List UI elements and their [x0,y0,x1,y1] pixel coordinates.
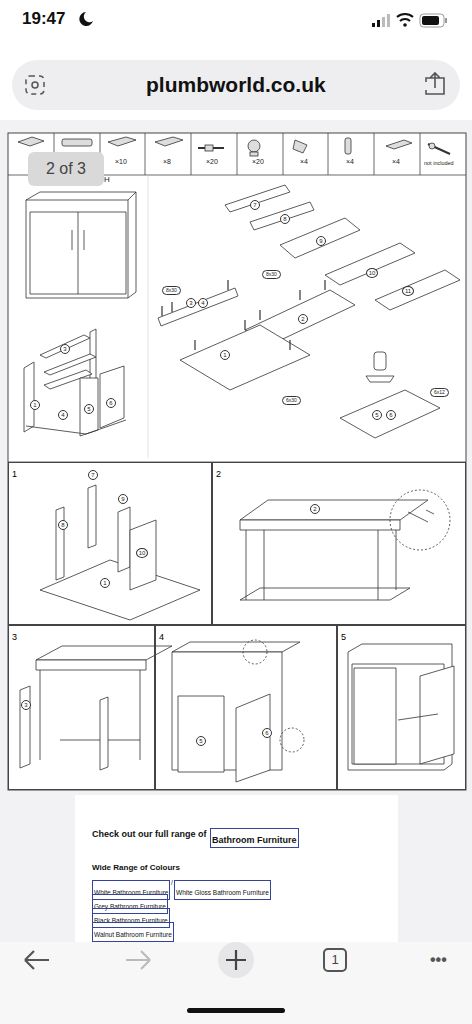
screw-size: 6x30 [282,396,301,405]
heading-text: Check out our full range of [92,830,207,839]
callout-number: 5 [84,404,94,414]
callout-number: 3 [21,700,31,710]
node-text: Bathroom Furniture [212,835,297,846]
part-count: ×10 [115,158,127,165]
address-bar: plumbworld.co.uk [146,72,326,97]
node-text: White Bathroom Furniture [94,889,168,897]
part-count: ×4 [392,158,400,165]
node-text: 2 of 3 [46,159,86,178]
callout-number: 6 [386,410,396,420]
link-box: White Gloss Bathroom Furniture [174,880,271,900]
node-text: Grey Bathroom Furniture [94,903,166,911]
link-box: Walnut Bathroom Furniture [92,922,174,942]
tab-count: 1 [323,948,347,972]
link-box: White Bathroom Furniture [92,880,170,900]
callout-number: 10 [366,268,378,278]
step-panel: 1 [8,462,212,625]
part-count: ×4 [300,158,308,165]
callout-number: 2 [310,504,320,514]
callout-number: 7 [250,200,260,210]
step-number: 3 [12,632,17,643]
node-text: plumbworld.co.uk [146,72,326,97]
callout-number: 9 [316,236,326,246]
node-text: Walnut Bathroom Furniture [94,931,172,939]
screw-size: 8x30 [162,286,181,295]
status-time: 19:47 [22,10,65,27]
callout-number: 10 [136,548,148,558]
part-count: ×8 [163,158,171,165]
step-panel: 4 [155,625,337,790]
link-box: Bathroom Furniture [210,828,299,848]
step-number: 5 [341,632,346,643]
callout-number: 1 [30,400,40,410]
page-badge: 2 of 3 [28,152,104,186]
heading-text: Wide Range of Colours [92,864,180,872]
node-text: White Gloss Bathroom Furniture [176,889,269,897]
callout-number: 6 [106,398,116,408]
callout-number: 6 [262,728,272,738]
node-text: Black Bathroom Furniture [94,917,168,925]
link-box: Grey Bathroom Furniture [92,894,168,914]
callout-number: 4 [198,298,208,308]
step-number: 1 [12,469,17,480]
callout-number: 2 [298,314,308,324]
callout-number: 11 [402,286,414,296]
screw-size: 8x30 [262,270,281,279]
callout-number: 9 [118,494,128,504]
step-panel: 5 [337,625,466,790]
callout-number: 8 [280,214,290,224]
note-text: / [171,880,173,887]
callout-number: 1 [220,350,230,360]
link-box: Black Bathroom Furniture [92,908,170,928]
screw-size: 6x12 [430,388,449,397]
step-panel: 2 [212,462,466,625]
note-text: H [104,176,110,184]
node-text: 1 [331,952,338,968]
callout-number: 8 [58,520,68,530]
callout-number: 5 [196,736,206,746]
step-number: 2 [216,469,221,480]
callout-number: 7 [88,470,98,480]
part-count: ×20 [206,158,218,165]
callout-number: 3 [60,344,70,354]
callout-number: 5 [372,410,382,420]
callout-number: 4 [58,410,68,420]
callout-number: 3 [186,298,196,308]
part-count: not included [424,161,454,167]
part-count: ×4 [346,158,354,165]
step-number: 4 [159,632,164,643]
menu-dots: ••• [430,952,447,968]
part-count: ×20 [252,158,264,165]
callout-number: 1 [100,578,110,588]
